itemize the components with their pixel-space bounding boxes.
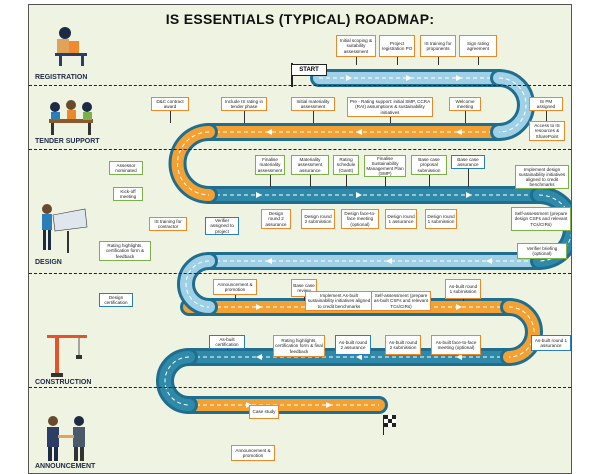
roadmap-step: Verifier briefing (optional) [517, 243, 567, 259]
roadmap-step: Sign rating agreement [459, 35, 497, 57]
roadmap-step: Assessor nominated [109, 161, 143, 175]
roadmap-step: Design face-to-face meeting (optional) [341, 209, 379, 229]
direction-arrow [466, 192, 472, 198]
direction-arrow [386, 258, 392, 264]
roadmap-step: Project registration PO [379, 35, 415, 57]
roadmap-step: Pre - Rating support: initial SMP, CCRA … [347, 97, 433, 117]
roadmap-step: Rating schedule (Gantt) [333, 155, 359, 175]
roadmap-step: Base case proposal submission [411, 155, 447, 175]
roadmap-step: Initial scoping & suitability assessment [336, 35, 376, 57]
roadmap-step: Finalise materiality assessment [255, 155, 285, 175]
roadmap-step: As-built round 2 submission [385, 335, 421, 355]
roadmap-step: Welcome meeting [449, 97, 481, 111]
roadmap-step: IS training for proponents [420, 35, 456, 57]
step-connector-line [463, 299, 464, 301]
phase-label-registration: REGISTRATION [35, 74, 88, 81]
step-connector-line [270, 175, 271, 187]
roadmap-step: Initial materiality assessment [291, 97, 335, 111]
step-connector-line [465, 111, 466, 123]
direction-arrow [356, 354, 362, 360]
direction-arrow [456, 354, 462, 360]
direction-arrow [456, 304, 462, 310]
roadmap-step: Materiality assessment assurance [291, 155, 329, 175]
roadmap-step: Include IS rating in tender phase [221, 97, 267, 111]
step-connector-line [429, 175, 430, 187]
direction-arrow [256, 354, 262, 360]
direction-arrow [356, 129, 362, 135]
step-connector-line [478, 57, 479, 65]
step-connector-line [227, 349, 228, 350]
phase-label-design: DESIGN [35, 259, 62, 266]
roadmap-step: D&C contract award [151, 97, 189, 111]
phase-label-tender-support: TENDER SUPPORT [35, 138, 100, 145]
step-connector-line [356, 57, 357, 65]
roadmap-step: Implement design sustainability initiati… [515, 165, 569, 189]
roadmap-step: Kick-off meeting [113, 187, 143, 201]
direction-arrow [256, 192, 262, 198]
direction-arrow [356, 192, 362, 198]
step-connector-line [244, 111, 245, 123]
step-connector-line [170, 111, 171, 123]
direction-arrow [326, 402, 332, 408]
step-connector-line [468, 169, 469, 187]
roadmap-step: As-built certification [209, 335, 245, 349]
phase-divider [29, 149, 571, 150]
crane-illustration [47, 335, 87, 377]
handshake-illustration [47, 416, 85, 461]
roadmap-step: Design round 1 submission [425, 209, 457, 229]
roadmap-step: Design round 1 assurance [385, 209, 417, 229]
roadmap-step: Rating highlights, certification form & … [273, 335, 325, 357]
direction-arrow [256, 304, 262, 310]
roadmap-step: Access to IS resources & SharePoint [529, 121, 565, 141]
phase-divider [29, 273, 571, 274]
roadmap-step: As-built round 2 assurance [335, 335, 371, 355]
team-meeting-illustration [49, 100, 93, 135]
roadmap-step: Rating highlights, certification form & … [99, 241, 151, 261]
direction-arrow [406, 75, 412, 81]
roadmap-step: As-built round 1 submission [445, 279, 481, 299]
roadmap-step: As-built face-to-face meeting (optional) [431, 335, 481, 355]
step-connector-line [397, 57, 398, 65]
step-connector-line [438, 57, 439, 65]
direction-arrow [456, 75, 462, 81]
roadmap-step: As-built round 1 assurance [531, 335, 571, 351]
finish-flag-icon [383, 415, 396, 435]
phase-divider [29, 85, 571, 86]
roadmap-step: Base case assurance [451, 155, 485, 169]
step-connector-line [385, 177, 386, 187]
direction-arrow [486, 258, 492, 264]
step-connector-line [310, 175, 311, 187]
direction-arrow [346, 75, 352, 81]
roadmap-step: Design certification [99, 293, 133, 307]
person-laptop-illustration [55, 27, 87, 66]
roadmap-step: Case study [249, 405, 279, 419]
roadmap-frame: IS ESSENTIALS (TYPICAL) ROADMAP: START R… [28, 4, 572, 474]
roadmap-step: Finalise Sustainability Management Plan … [364, 155, 406, 177]
roadmap-step: IS training for contractor [149, 217, 187, 231]
roadmap-step: Self-assessment (prepare design CSFs and… [511, 207, 571, 231]
step-connector-line [313, 111, 314, 123]
direction-arrow [266, 129, 272, 135]
step-connector-line [235, 295, 236, 301]
direction-arrow [266, 258, 272, 264]
step-connector-line [346, 175, 347, 187]
designer-desk-illustration [42, 204, 88, 253]
start-sign: START [291, 64, 327, 76]
roadmap-step: Announcement & promotion [213, 279, 257, 295]
roadmap-step: Self-assessment (prepare as-built CSFs a… [371, 291, 431, 311]
step-connector-line [390, 117, 391, 123]
roadmap-step: IS PM assigned [529, 97, 563, 111]
roadmap-step: Design round 2 assurance [261, 209, 291, 229]
step-connector-line [304, 297, 305, 301]
phase-label-construction: CONSTRUCTION [35, 379, 92, 386]
step-connector-line [546, 111, 547, 123]
direction-arrow [456, 129, 462, 135]
page-title: IS ESSENTIALS (TYPICAL) ROADMAP: [165, 11, 435, 27]
phase-divider [29, 387, 571, 388]
phase-label-announcement: ANNOUNCEMENT [35, 463, 96, 470]
roadmap-step: Announcement & promotion [231, 445, 275, 461]
roadmap-step: Design round 2 submission [301, 209, 335, 229]
roadmap-step: Implement As-built sustainability initia… [305, 291, 373, 311]
roadmap-step: Verifier assigned to project [205, 217, 239, 235]
